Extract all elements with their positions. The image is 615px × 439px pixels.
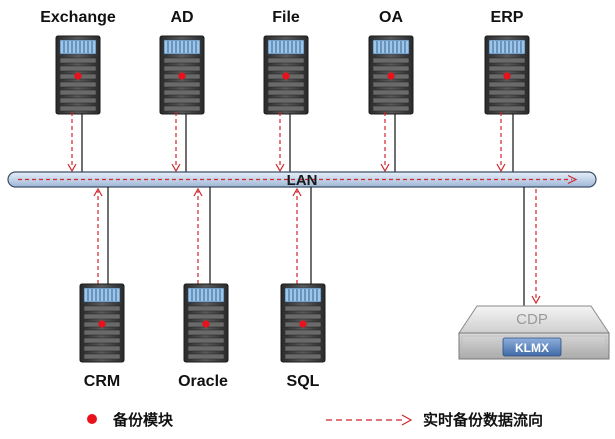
bottom-connectors: [107, 187, 525, 306]
bottom-flow-arrows: [97, 191, 298, 284]
server-label-crm: CRM: [84, 373, 120, 390]
top-flow-arrows: [71, 112, 502, 168]
server-label-exchange: Exchange: [40, 9, 116, 26]
lan-flow-arrowhead: [567, 174, 578, 185]
cdp-appliance-icon: [458, 305, 610, 360]
klmx-badge: [502, 337, 562, 357]
bottom-arrowheads: [93, 187, 302, 197]
server-label-oa: OA: [379, 9, 403, 26]
legend-backup-dot-icon: [87, 414, 97, 424]
server-oracle-icon: [183, 283, 229, 363]
server-label-ad: AD: [170, 9, 193, 26]
legend-flow-arrowhead-icon: [401, 414, 413, 426]
cdp-label: CDP: [516, 311, 548, 328]
cdp-flow-arrowhead: [531, 295, 541, 305]
server-crm-icon: [79, 283, 125, 363]
legend-module-label: 备份模块: [112, 411, 174, 429]
server-sql-icon: [280, 283, 326, 363]
server-label-erp: ERP: [491, 9, 524, 26]
top-arrowheads: [67, 163, 506, 173]
server-oa-icon: [368, 35, 414, 115]
top-connectors: [81, 114, 514, 173]
server-label-file: File: [272, 9, 300, 26]
server-file-icon: [263, 35, 309, 115]
legend-flow-label: 实时备份数据流向: [423, 411, 543, 429]
klmx-badge-label: KLMX: [515, 341, 549, 355]
server-erp-icon: [484, 35, 530, 115]
lan-label: LAN: [287, 172, 318, 189]
server-label-oracle: Oracle: [178, 373, 228, 390]
server-exchange-icon: [55, 35, 101, 115]
server-label-sql: SQL: [287, 373, 320, 390]
server-ad-icon: [159, 35, 205, 115]
